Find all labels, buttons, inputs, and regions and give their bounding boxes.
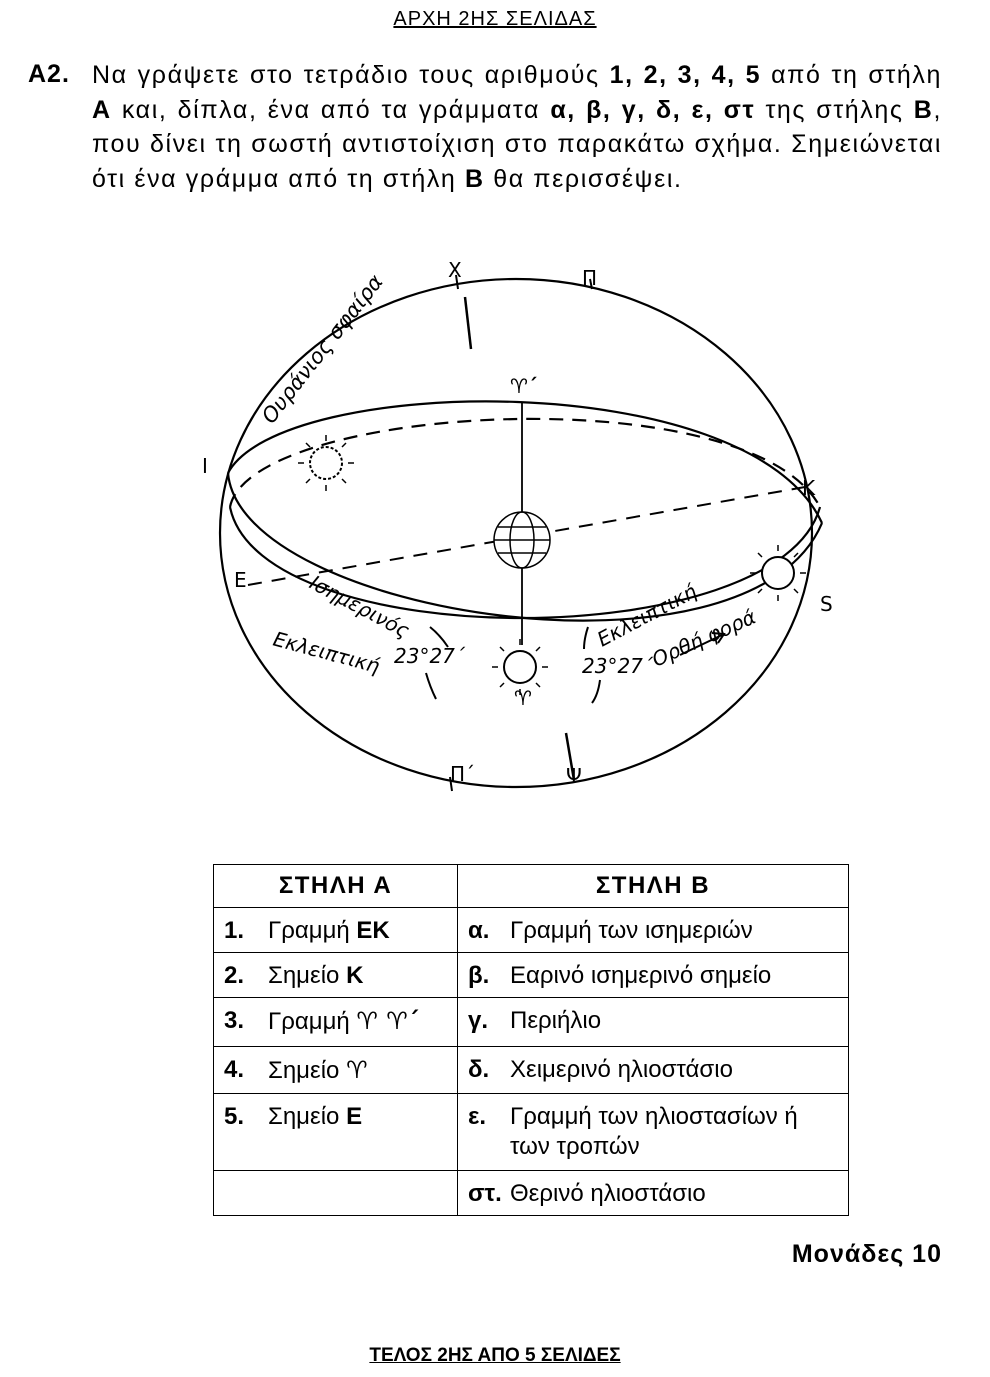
label-celestial-sphere: Ουράνιος σφαίρα [257, 270, 388, 428]
column-a-item: 3.Γραμμή ♈ ♈΄ [213, 997, 458, 1047]
points-label: Μονάδες 10 [791, 1240, 942, 1268]
page-header: ΑΡΧΗ 2ΗΣ ΣΕΛΙΔΑΣ [393, 8, 597, 30]
empty-cell [213, 1170, 458, 1216]
sun-icon [309, 446, 795, 684]
column-b-item: δ.Χειμερινό ηλιοστάσιο [457, 1046, 849, 1094]
column-a-item: 1.Γραμμή ΕΚ [213, 907, 458, 953]
earth-icon [493, 511, 551, 569]
label-angle-right: 23°27΄ [582, 654, 654, 678]
label-gamma: ♈ [514, 686, 532, 710]
column-b-item: γ.Περιήλιο [457, 997, 849, 1047]
sphere-outline [218, 277, 814, 789]
column-b-item: β.Εαρινό ισημερινό σημείο [457, 952, 849, 998]
label-p-prime: Π΄ [450, 762, 475, 786]
column-a-item: 5.Σημείο Ε [213, 1093, 458, 1171]
label-angle-left: 23°27΄ [394, 644, 466, 668]
column-b-item: ε.Γραμμή των ηλιοστασίων ή των τροπών [457, 1093, 849, 1171]
header-column-a: ΣΤΗΛΗ Α [213, 864, 458, 908]
label-k: Κ [802, 476, 816, 500]
label-ecliptic-left: Εκλειπτική [271, 627, 383, 679]
column-b-item: στ.Θερινό ηλιοστάσιο [457, 1170, 849, 1216]
column-a-item: 2.Σημείο Κ [213, 952, 458, 998]
page-footer: ΤΕΛΟΣ 2ΗΣ ΑΠΟ 5 ΣΕΛΙΔΕΣ [369, 1345, 621, 1366]
label-e: Ε [234, 568, 247, 592]
label-x: Χ [448, 258, 462, 282]
column-a-item: 4.Σημείο ♈ [213, 1046, 458, 1094]
question-text: Να γράψετε στο τετράδιο τους αριθμούς 1,… [92, 61, 943, 193]
label-i: Ι [202, 454, 208, 478]
label-gamma-prime: ♈΄ [510, 374, 537, 398]
celestial-sphere-diagram: Χ Π Π΄ Ψ Ι Κ Ε S ♈΄ ♈ Ουράνιος σφαίρα Ισ… [202, 258, 833, 792]
question-label: Α2. [28, 60, 70, 88]
column-b-item: α.Γραμμή των ισημεριών [457, 907, 849, 953]
header-column-b: ΣΤΗΛΗ Β [457, 864, 849, 908]
equator-back [228, 417, 821, 508]
label-p: Π [582, 266, 597, 290]
matching-table: ΣΤΗΛΗ Α ΣΤΗΛΗ Β 1.Γραμμή ΕΚ α.Γραμμή των… [213, 864, 849, 1216]
label-psi: Ψ [566, 764, 582, 788]
ecliptic-back [227, 400, 823, 524]
label-s: S [820, 592, 833, 616]
